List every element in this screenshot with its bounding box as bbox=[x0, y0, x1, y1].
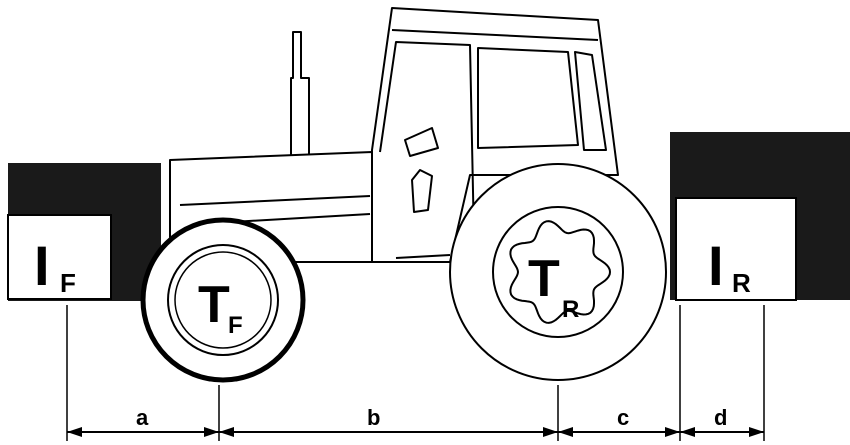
arrow-a-left bbox=[67, 427, 82, 437]
dimension-label-d: d bbox=[714, 405, 727, 430]
rear-ballast-symbol: I bbox=[708, 234, 724, 297]
front-hub bbox=[174, 251, 272, 349]
hood-lower-line bbox=[231, 213, 371, 223]
rear-tyre-symbol: T bbox=[528, 250, 560, 308]
dimension-label-b: b bbox=[367, 405, 380, 430]
front-tyre: T F bbox=[140, 217, 306, 383]
arrow-d-right bbox=[749, 427, 764, 437]
rear-tyre-subscript: R bbox=[562, 296, 579, 323]
rear-ballast: I R bbox=[670, 132, 850, 301]
cab-roof-line bbox=[391, 29, 599, 41]
front-rim bbox=[167, 244, 279, 356]
footplate-line bbox=[395, 254, 451, 259]
arrow-a-right bbox=[204, 427, 219, 437]
arrow-c-left bbox=[558, 427, 573, 437]
arrow-d-left bbox=[680, 427, 695, 437]
rear-ballast-subscript: R bbox=[732, 268, 751, 298]
steering-wheel bbox=[404, 127, 439, 157]
rear-ballast-label-box bbox=[675, 197, 797, 301]
dimension-line: a b c d bbox=[67, 405, 764, 437]
cab-window-front bbox=[379, 41, 475, 241]
rear-tyre: T R bbox=[449, 163, 667, 381]
cab-window-side bbox=[477, 47, 579, 149]
front-ballast-label-box bbox=[7, 214, 112, 300]
rear-hub-lugs bbox=[509, 220, 612, 324]
cab-window-rear bbox=[574, 51, 607, 151]
arrow-c-right bbox=[665, 427, 680, 437]
seat-outline bbox=[411, 169, 433, 213]
dimension-label-c: c bbox=[617, 405, 629, 430]
front-ballast-subscript: F bbox=[60, 268, 76, 298]
front-tyre-subscript: F bbox=[228, 312, 243, 339]
exhaust-pipe bbox=[290, 31, 310, 161]
front-tyre-symbol: T bbox=[198, 276, 230, 334]
front-ballast-symbol: I bbox=[34, 234, 50, 297]
reference-lines bbox=[66, 305, 765, 441]
hood-panel-line bbox=[179, 195, 371, 206]
front-ballast: I F bbox=[7, 163, 161, 301]
arrow-b-right bbox=[543, 427, 558, 437]
arrow-b-left bbox=[219, 427, 234, 437]
dimension-label-a: a bbox=[136, 405, 149, 430]
